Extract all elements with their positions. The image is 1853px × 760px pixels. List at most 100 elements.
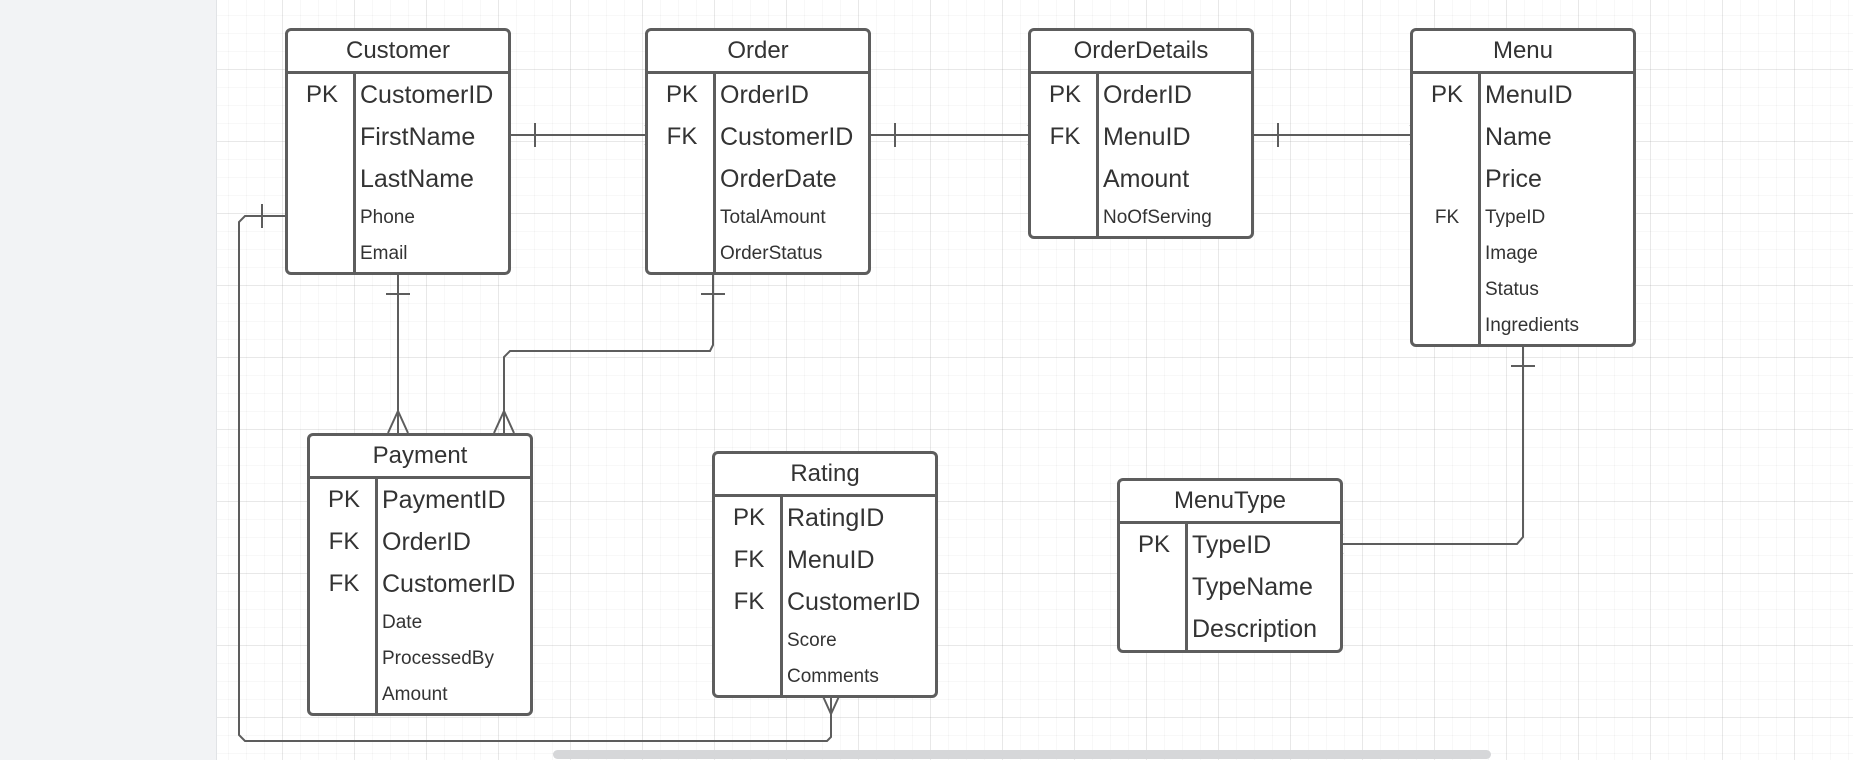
key-column-divider bbox=[310, 479, 378, 713]
attribute-name: CustomerID bbox=[720, 122, 854, 151]
attribute-key: FK bbox=[328, 528, 360, 555]
attribute-name: OrderID bbox=[1103, 80, 1192, 109]
many-cardinality-mark bbox=[820, 691, 842, 717]
entity-title: Customer bbox=[288, 31, 508, 74]
attribute-name: TypeID bbox=[1485, 207, 1546, 228]
attribute-row[interactable]: Amount bbox=[1031, 158, 1251, 200]
attribute-name: MenuID bbox=[1103, 122, 1191, 151]
connector-menu-menutype bbox=[1343, 343, 1524, 545]
attribute-row[interactable]: Ingredients bbox=[1413, 308, 1633, 344]
key-column-divider bbox=[1120, 524, 1188, 650]
attribute-row[interactable]: Email bbox=[288, 236, 508, 272]
attribute-row[interactable]: Score bbox=[715, 623, 935, 659]
attribute-row[interactable]: OrderDate bbox=[648, 158, 868, 200]
attribute-row[interactable]: TypeName bbox=[1120, 566, 1340, 608]
entity-title: Menu bbox=[1413, 31, 1633, 74]
attribute-row[interactable]: Date bbox=[310, 605, 530, 641]
attribute-row[interactable]: Amount bbox=[310, 677, 530, 713]
attribute-row[interactable]: ProcessedBy bbox=[310, 641, 530, 677]
attribute-name: ProcessedBy bbox=[382, 648, 494, 669]
attribute-name: MenuID bbox=[787, 545, 875, 574]
connector-order-payment bbox=[503, 272, 714, 433]
attribute-name: Status bbox=[1485, 279, 1539, 300]
connector-customer-rating bbox=[238, 215, 832, 742]
attribute-row[interactable]: Status bbox=[1413, 272, 1633, 308]
attribute-row[interactable]: PK PaymentID bbox=[310, 479, 530, 521]
attribute-row[interactable]: PK OrderID bbox=[1031, 74, 1251, 116]
key-column-divider bbox=[648, 74, 716, 272]
attribute-key: FK bbox=[666, 123, 698, 150]
attribute-row[interactable]: FirstName bbox=[288, 116, 508, 158]
attribute-name: TypeID bbox=[1192, 530, 1272, 559]
attribute-row[interactable]: OrderStatus bbox=[648, 236, 868, 272]
attribute-row[interactable]: NoOfServing bbox=[1031, 200, 1251, 236]
horizontal-scrollbar[interactable] bbox=[553, 750, 1491, 759]
attribute-row[interactable]: FK MenuID bbox=[715, 539, 935, 581]
attribute-name: OrderID bbox=[382, 527, 471, 556]
attribute-key: PK bbox=[1048, 81, 1081, 108]
attribute-row[interactable]: LastName bbox=[288, 158, 508, 200]
many-cardinality-mark bbox=[387, 408, 409, 434]
attribute-key: PK bbox=[732, 504, 765, 531]
attribute-row[interactable]: Price bbox=[1413, 158, 1633, 200]
entity-title: Order bbox=[648, 31, 868, 74]
attribute-name: Price bbox=[1485, 164, 1542, 193]
entity-title: Payment bbox=[310, 436, 530, 479]
attribute-name: Phone bbox=[360, 207, 415, 228]
many-cardinality-mark bbox=[493, 408, 515, 434]
key-column-divider bbox=[715, 497, 783, 695]
left-panel bbox=[0, 0, 217, 760]
attribute-name: TypeName bbox=[1192, 572, 1313, 601]
attribute-row[interactable]: FK MenuID bbox=[1031, 116, 1251, 158]
attribute-row[interactable]: Comments bbox=[715, 659, 935, 695]
attribute-row[interactable]: Image bbox=[1413, 236, 1633, 272]
attribute-key: FK bbox=[1049, 123, 1081, 150]
attribute-row[interactable]: FK OrderID bbox=[310, 521, 530, 563]
attribute-name: Description bbox=[1192, 614, 1318, 643]
attribute-name: OrderDate bbox=[720, 164, 837, 193]
attribute-row[interactable]: Phone bbox=[288, 200, 508, 236]
attribute-name: FirstName bbox=[360, 122, 476, 151]
attribute-key: FK bbox=[733, 546, 765, 573]
attribute-key: FK bbox=[328, 570, 360, 597]
attribute-row[interactable]: Description bbox=[1120, 608, 1340, 650]
entity-title: Rating bbox=[715, 454, 935, 497]
entity-title: OrderDetails bbox=[1031, 31, 1251, 74]
attribute-name: PaymentID bbox=[382, 485, 506, 514]
entity-title: MenuType bbox=[1120, 481, 1340, 524]
attribute-key: PK bbox=[305, 81, 338, 108]
attribute-name: NoOfServing bbox=[1103, 207, 1212, 228]
attribute-name: Email bbox=[360, 243, 408, 264]
attribute-key: PK bbox=[327, 486, 360, 513]
attribute-key: FK bbox=[1434, 207, 1460, 228]
attribute-row[interactable]: FK TypeID bbox=[1413, 200, 1633, 236]
attribute-name: Name bbox=[1485, 122, 1552, 151]
attribute-row[interactable]: TotalAmount bbox=[648, 200, 868, 236]
attribute-name: CustomerID bbox=[787, 587, 921, 616]
attribute-row[interactable]: Name bbox=[1413, 116, 1633, 158]
attribute-name: Score bbox=[787, 630, 837, 651]
attribute-row[interactable]: FK CustomerID bbox=[648, 116, 868, 158]
attribute-name: LastName bbox=[360, 164, 474, 193]
